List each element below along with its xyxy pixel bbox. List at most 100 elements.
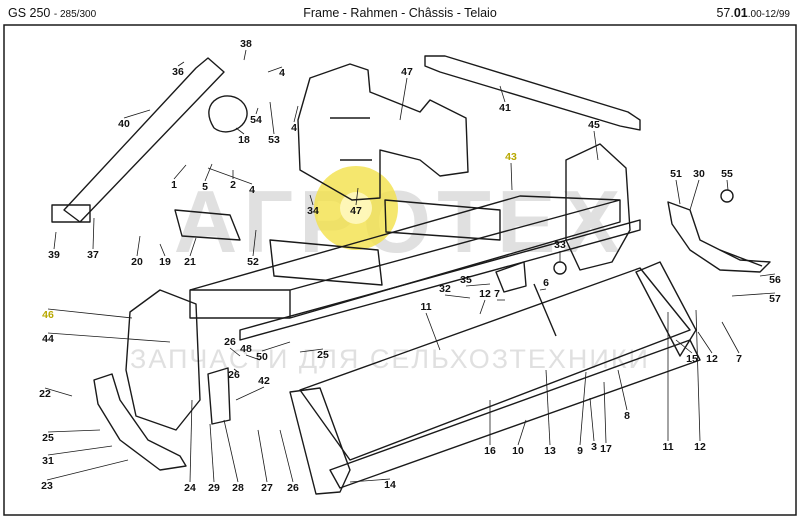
leader-35	[465, 283, 491, 287]
leader-53	[269, 101, 275, 135]
leader-46	[47, 308, 133, 319]
leader-30	[689, 179, 700, 211]
watermark: АГРОТЕХ ЗАПЧАСТИ ДЛЯ СЕЛЬХОЗТЕХНИКИ	[130, 172, 648, 374]
callout-26: 26	[228, 369, 240, 381]
callout-11: 11	[420, 301, 431, 313]
skid-30	[93, 373, 187, 471]
callout-7: 7	[736, 353, 742, 365]
leader-47	[355, 187, 359, 206]
callout-33: 33	[554, 239, 566, 251]
link-6	[533, 283, 557, 337]
page-major: 57.	[716, 6, 734, 20]
leader-22	[44, 387, 73, 397]
housing-17	[329, 339, 701, 489]
callout-47: 47	[350, 205, 362, 217]
callout-37: 37	[87, 249, 99, 261]
bracket-28	[207, 367, 231, 425]
model-header: GS 250 - 285/300	[8, 6, 97, 20]
leader-45	[593, 130, 599, 161]
callout-12: 12	[479, 288, 491, 300]
leader-6	[539, 288, 547, 291]
leader-39	[53, 231, 57, 250]
page-date: .00-12/99	[747, 9, 790, 20]
leader-9	[579, 371, 587, 446]
watermark-gear-icon	[314, 166, 398, 250]
leader-19	[159, 243, 166, 257]
callout-6: 6	[543, 277, 549, 289]
leader-26	[229, 347, 241, 357]
leader-41	[499, 85, 506, 103]
leader-1	[173, 164, 187, 180]
leader-51	[675, 179, 681, 205]
main-beam-42	[189, 195, 621, 319]
callout-56: 56	[769, 274, 781, 286]
leader-26	[233, 368, 239, 373]
callout-54: 54	[250, 114, 262, 126]
callout-14: 14	[384, 479, 396, 491]
leader-15	[675, 339, 693, 354]
part-outlines	[51, 55, 771, 495]
page-bold: 01	[733, 6, 748, 20]
callout-10: 10	[512, 445, 524, 457]
leader-57	[731, 292, 776, 297]
main-beam-42-edges	[190, 199, 621, 318]
leader-5	[204, 163, 213, 182]
callout-52: 52	[247, 256, 259, 268]
callout-15: 15	[686, 353, 698, 365]
leader-48	[245, 354, 261, 361]
callout-19: 19	[159, 256, 171, 268]
drawing-border	[3, 24, 797, 516]
callout-45: 45	[588, 119, 600, 131]
callout-43: 43	[505, 151, 517, 163]
callout-17: 17	[600, 443, 612, 455]
callout-2: 2	[230, 179, 236, 191]
callout-20: 20	[131, 256, 143, 268]
leader-10	[517, 419, 527, 446]
bracket-21	[174, 209, 241, 241]
callout-36: 36	[172, 66, 184, 78]
leader-38	[243, 49, 247, 61]
callout-40: 40	[118, 118, 130, 130]
callout-35: 35	[460, 274, 472, 286]
leader-28	[223, 419, 239, 483]
callout-48: 48	[240, 343, 252, 355]
callout-12: 12	[706, 353, 718, 365]
callout-11: 11	[662, 441, 673, 453]
leader-12	[479, 299, 486, 315]
leader-4	[207, 167, 253, 185]
callout-53: 53	[268, 134, 280, 146]
frame-plate-52-slots	[330, 117, 372, 161]
callout-21: 21	[184, 256, 196, 268]
leader-3	[589, 397, 595, 442]
leader-18	[235, 127, 245, 135]
model-name: GS 250	[8, 6, 51, 20]
callout-44: 44	[42, 333, 54, 345]
callout-4: 4	[249, 184, 255, 196]
leader-34	[309, 194, 314, 206]
callout-42: 42	[258, 375, 270, 387]
callout-39: 39	[48, 249, 60, 261]
callout-8: 8	[624, 410, 630, 422]
leader-4	[267, 66, 283, 73]
mount-34	[495, 261, 527, 293]
side-plate-50	[565, 143, 631, 271]
leader-12	[697, 331, 713, 354]
strut-39	[63, 57, 225, 223]
callout-29: 29	[208, 482, 220, 494]
callout-57: 57	[769, 293, 781, 305]
model-range: 285/300	[59, 9, 97, 20]
leader-37	[92, 217, 95, 250]
callout-25: 25	[317, 349, 329, 361]
callout-9: 9	[577, 445, 583, 457]
bracket-plate-upper	[384, 199, 501, 241]
callout-7: 7	[494, 288, 500, 300]
leader-36	[177, 61, 185, 67]
leader-4	[293, 105, 299, 123]
leader-52	[252, 229, 257, 257]
leader-24	[189, 399, 193, 483]
callout-47: 47	[401, 66, 413, 78]
end-piece-15	[635, 261, 697, 357]
ring-18	[208, 95, 248, 133]
